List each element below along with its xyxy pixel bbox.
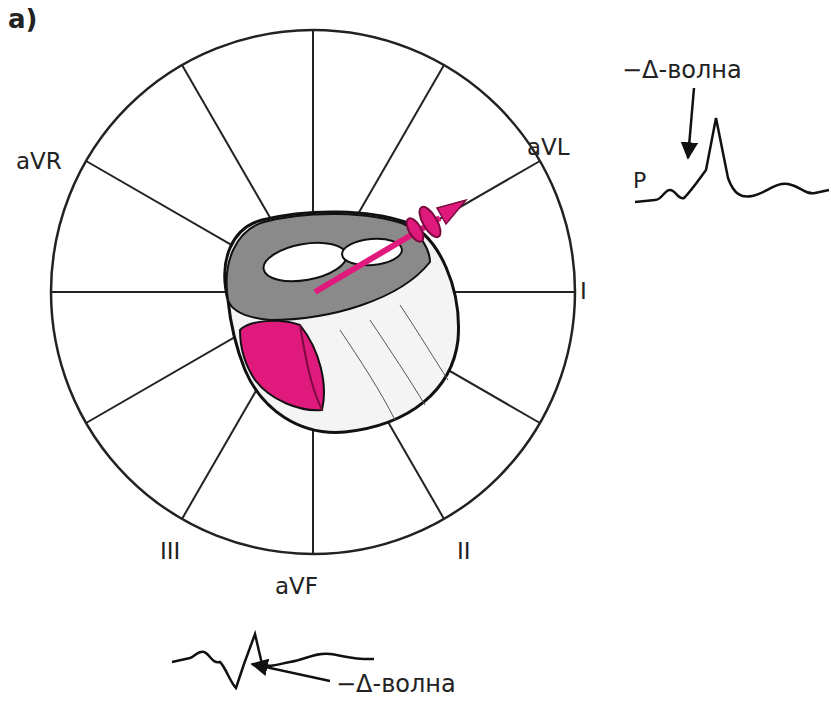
axis-line (86, 161, 540, 423)
vector-arrow (315, 200, 466, 292)
lead-label: II (457, 540, 471, 563)
heart-drawing (225, 212, 459, 432)
delta-wave-label: −Δ-волна (622, 58, 742, 82)
delta-wave-label: −Δ-волна (336, 672, 456, 696)
panel-letter: а) (8, 6, 37, 32)
lead-label: aVF (275, 575, 318, 598)
leader-arrow (688, 88, 694, 158)
hexaxial-lines (51, 30, 575, 554)
wave-label: P (633, 170, 646, 192)
lead-label: I (580, 280, 587, 303)
reference-circle (51, 30, 575, 554)
lead-label: aVR (16, 150, 62, 173)
lead-label: aVL (527, 136, 570, 159)
lead-label: III (160, 540, 180, 563)
leader-arrow (252, 664, 330, 681)
ecg-trace (635, 118, 829, 202)
